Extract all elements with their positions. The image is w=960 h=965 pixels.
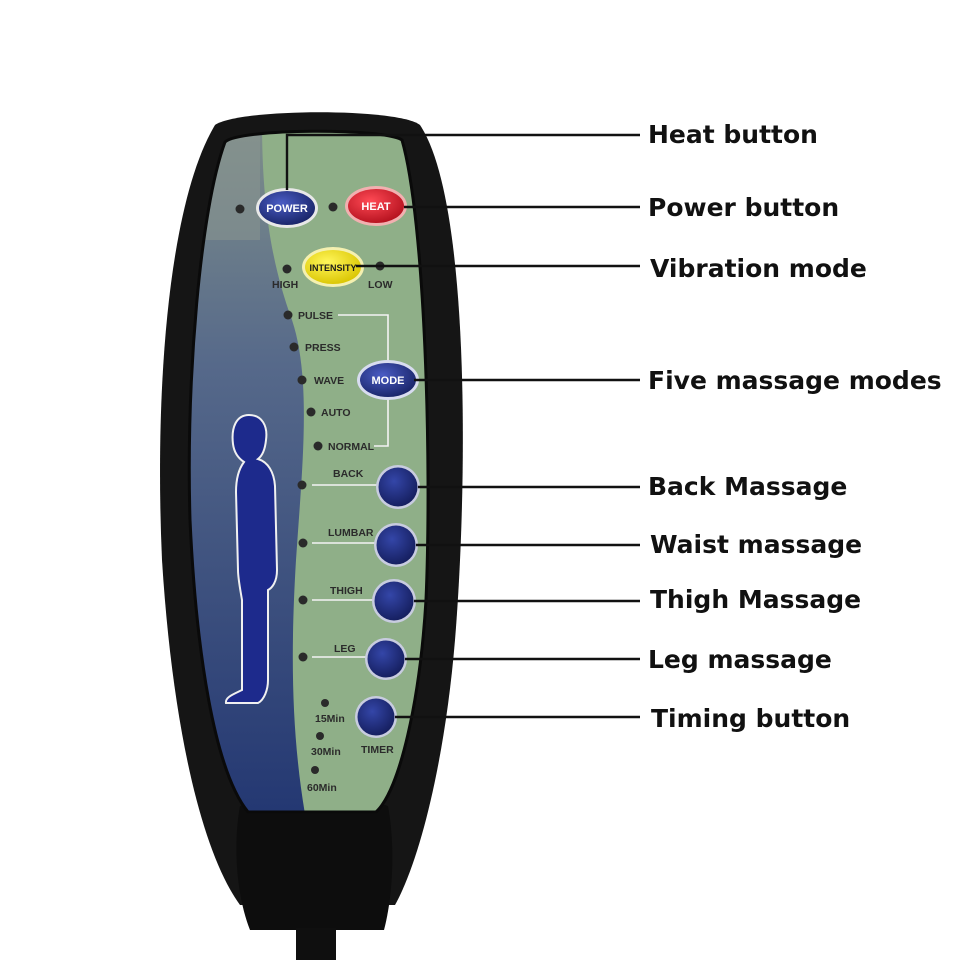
leg-massage-button[interactable] [365, 638, 407, 680]
intensity-button-label: INTENSITY [309, 263, 356, 273]
zone-label-leg: LEG [334, 643, 356, 655]
leg-massage-callout: Leg massage [648, 645, 832, 674]
waist-massage-callout: Waist massage [650, 530, 863, 559]
zone-label-thigh: THIGH [330, 585, 363, 597]
lumbar-indicator [298, 538, 308, 548]
indicator-leds [235, 202, 385, 774]
heat-button-callout: Heat button [648, 120, 818, 149]
normal-indicator [313, 441, 323, 451]
timer-label: TIMER [361, 744, 394, 756]
thigh-massage-button[interactable] [372, 579, 416, 623]
zone-label-lumbar: LUMBAR [328, 527, 374, 539]
pulse-indicator [283, 310, 293, 320]
panel-lines [312, 314, 389, 658]
mode-option-wave: WAVE [314, 375, 344, 387]
intensity-button[interactable]: INTENSITY [302, 247, 364, 287]
mode-button[interactable]: MODE [357, 360, 419, 400]
vibration-mode-callout: Vibration mode [650, 254, 867, 283]
callout-lines [285, 133, 640, 719]
heat-button-label: HEAT [361, 201, 390, 213]
timer-15-indicator [321, 699, 329, 707]
zone-label-back: BACK [333, 468, 364, 480]
high-label: HIGH [272, 279, 298, 291]
auto-indicator [306, 407, 316, 417]
high-indicator [282, 264, 292, 274]
low-label: LOW [368, 279, 393, 291]
timer-option-15: 15Min [315, 713, 345, 725]
timer-button[interactable] [355, 696, 397, 738]
wave-indicator [297, 375, 307, 385]
power-button[interactable]: POWER [256, 188, 318, 228]
mode-button-label: MODE [372, 375, 405, 387]
mode-option-pulse: PULSE [298, 310, 333, 322]
power-button-label: POWER [266, 203, 308, 215]
power-indicator [235, 204, 245, 214]
timer-60-indicator [311, 766, 319, 774]
back-indicator [297, 480, 307, 490]
lumbar-massage-button[interactable] [374, 523, 418, 567]
leg-indicator [298, 652, 308, 662]
body-figure-icon [224, 413, 279, 704]
timer-30-indicator [316, 732, 324, 740]
timing-button-callout: Timing button [651, 704, 851, 733]
thigh-indicator [298, 595, 308, 605]
mode-option-press: PRESS [305, 342, 341, 354]
massage-modes-callout: Five massage modes [648, 366, 942, 395]
heat-button[interactable]: HEAT [345, 186, 407, 226]
back-massage-button[interactable] [376, 465, 420, 509]
mode-option-auto: AUTO [321, 407, 351, 419]
timer-option-30: 30Min [311, 746, 341, 758]
timer-option-60: 60Min [307, 782, 337, 794]
back-massage-callout: Back Massage [648, 472, 848, 501]
heat-indicator [328, 202, 338, 212]
heat-callout-line [285, 133, 640, 190]
mode-option-normal: NORMAL [328, 441, 375, 453]
press-indicator [289, 342, 299, 352]
thigh-massage-callout: Thigh Massage [650, 585, 862, 614]
power-button-callout: Power button [648, 193, 840, 222]
